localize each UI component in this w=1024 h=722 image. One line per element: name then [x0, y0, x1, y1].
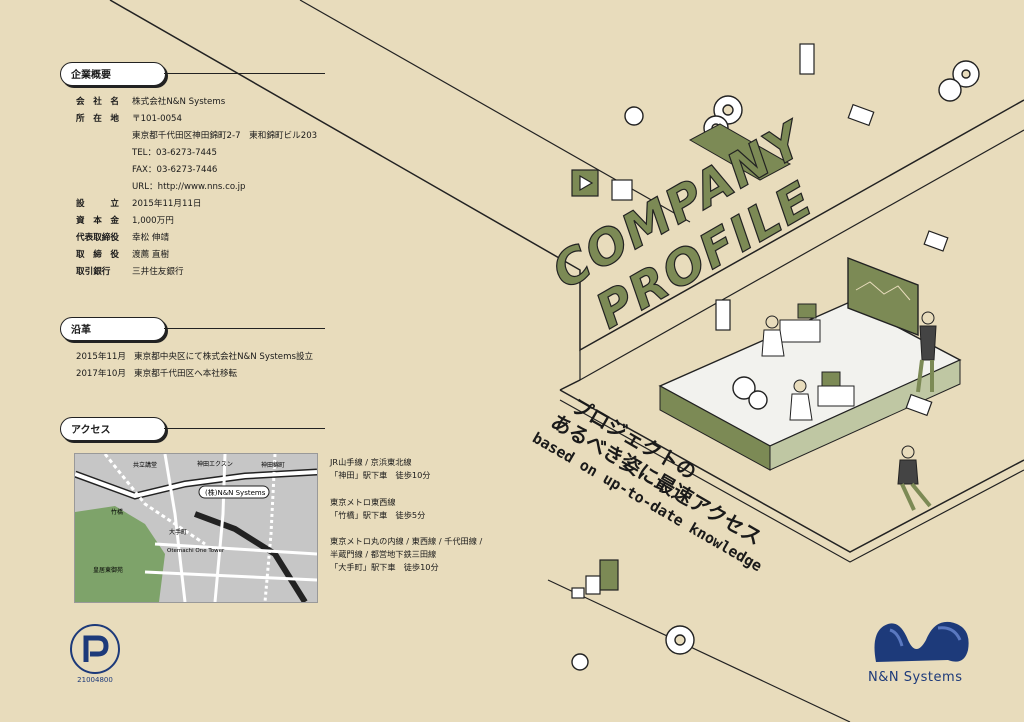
- overview-row: URL：http://www.nns.co.jp: [132, 182, 246, 192]
- map-graphic: (株)N&N Systems 共立講堂 神田エクスン 神田錦町 竹橋 大手町 O…: [75, 454, 317, 602]
- document-icon: [923, 230, 949, 252]
- history-row: 2017年10月東京都千代田区へ本社移転: [76, 369, 238, 379]
- gear-icon: [938, 78, 962, 102]
- access-map: (株)N&N Systems 共立講堂 神田エクスン 神田錦町 竹橋 大手町 O…: [74, 453, 318, 603]
- gear-icon: [624, 106, 644, 126]
- overview-row: 所 在 地〒101-0054: [76, 114, 182, 124]
- history-rule: [164, 328, 325, 329]
- privacy-number: 21004800: [77, 676, 113, 684]
- brand-logo: [868, 610, 978, 690]
- map-label: 神田錦町: [261, 461, 285, 469]
- map-label: 神田エクスン: [197, 460, 233, 468]
- park-area: [75, 506, 165, 602]
- person-figure: [793, 379, 807, 393]
- bar-block: [571, 587, 585, 599]
- history-heading: 沿革: [60, 317, 166, 341]
- overview-row: 取引銀行三井住友銀行: [76, 267, 184, 277]
- overview-row: FAX：03-6273-7446: [132, 165, 218, 175]
- monitor: [821, 371, 841, 387]
- overview-row: 東京都千代田区神田錦町2-7 東和錦町ビル203: [132, 131, 318, 141]
- bar-block: [599, 559, 619, 591]
- access-heading: アクセス: [60, 417, 166, 441]
- media-block: [799, 43, 815, 75]
- gear-platform: [688, 123, 792, 181]
- overview-rule: [164, 73, 325, 74]
- gear-icon: [571, 653, 589, 671]
- privacy-mark: 21004800: [66, 622, 124, 684]
- map-label: 共立講堂: [133, 461, 157, 469]
- access-block: JR山手線 / 京浜東北線「神田」駅下車 徒歩10分: [330, 457, 431, 480]
- brand-name: N&N Systems: [868, 670, 963, 685]
- dashboard-screen: [847, 256, 919, 337]
- map-company-label: (株)N&N Systems: [205, 488, 266, 497]
- map-label: 竹橋: [111, 508, 123, 516]
- document-icon: [847, 103, 875, 127]
- overview-row: 代表取締役幸松 伸靖: [76, 233, 170, 243]
- monitor: [797, 303, 817, 319]
- overview-heading: 企業概要: [60, 62, 166, 86]
- media-block: [715, 299, 731, 331]
- person-figure: [921, 311, 935, 325]
- map-label: 皇居東御苑: [93, 566, 123, 574]
- bar-block: [585, 575, 601, 595]
- access-rule: [164, 428, 325, 429]
- company-info-panel: 企業概要 会 社 名株式会社N&N Systems 所 在 地〒101-0054…: [60, 62, 483, 684]
- overview-row: 会 社 名株式会社N&N Systems: [76, 97, 226, 107]
- desk: [779, 319, 821, 343]
- person-figure: [765, 315, 779, 329]
- document-icon: [905, 393, 933, 417]
- access-block: 東京メトロ東西線「竹橋」駅下車 徒歩5分: [330, 497, 426, 520]
- gear-icon: [748, 390, 768, 410]
- desk: [817, 385, 855, 407]
- speaker-icon: [611, 179, 633, 201]
- overview-row: TEL：03-6273-7445: [132, 148, 217, 158]
- history-row: 2015年11月東京都中央区にて株式会社N&N Systems設立: [76, 352, 314, 362]
- map-label: Otemachi One Tower: [167, 548, 225, 554]
- gear-icon: [732, 376, 756, 400]
- person-figure: [901, 445, 915, 459]
- access-block: 東京メトロ丸の内線 / 東西線 / 千代田線 /半蔵門線 / 都営地下鉄三田線「…: [330, 536, 483, 572]
- overview-row: 取 締 役渡薦 直樹: [76, 250, 170, 260]
- map-label: 大手町: [169, 528, 187, 536]
